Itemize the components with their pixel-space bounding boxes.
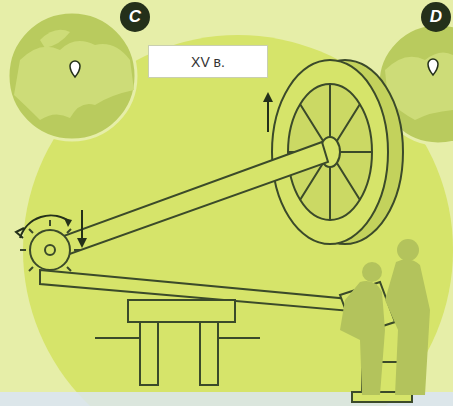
map-letter: D xyxy=(430,7,442,27)
map-letter: C xyxy=(129,7,141,27)
century-label: XV в. xyxy=(191,54,225,70)
map-letter-badge: C xyxy=(120,2,150,32)
map-letter-badge: D xyxy=(421,2,451,32)
century-label-box: XV в. xyxy=(148,45,268,78)
